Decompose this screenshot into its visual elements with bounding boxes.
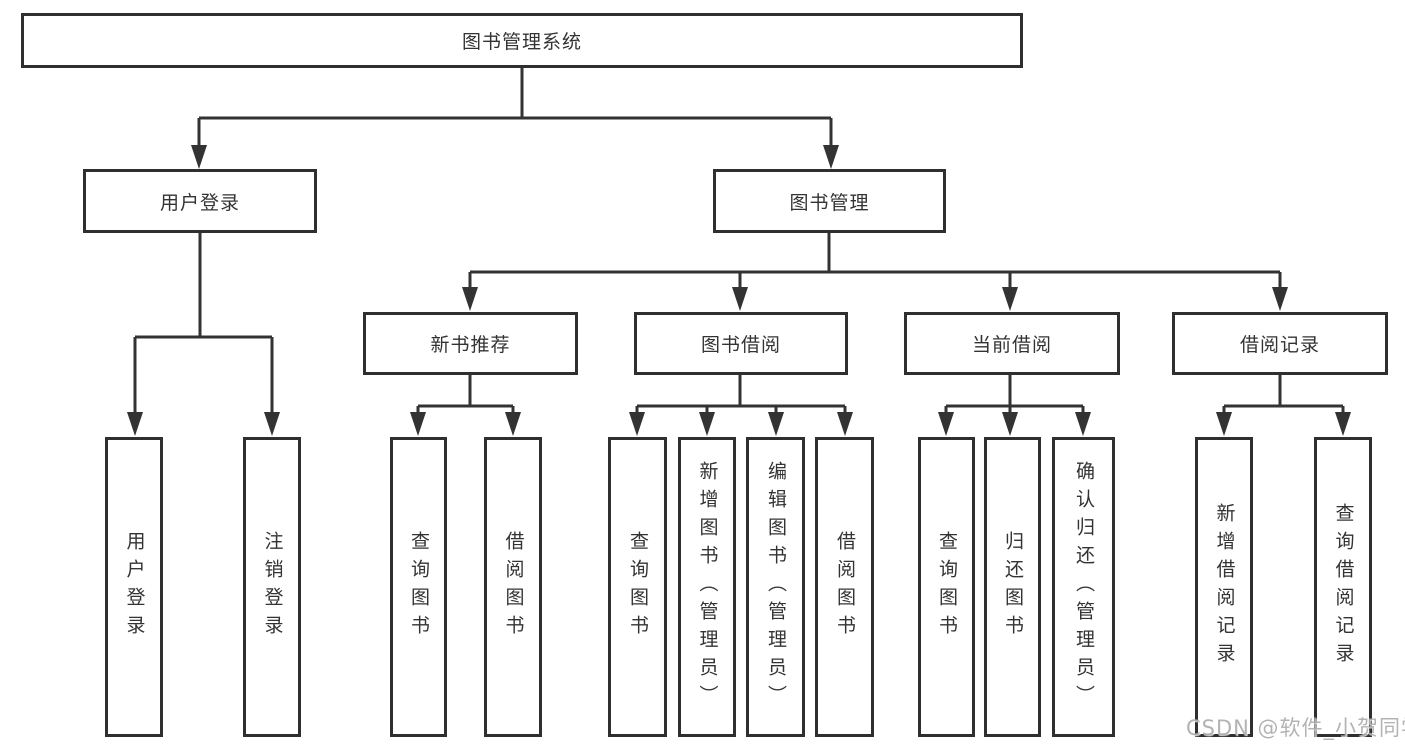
leaf-query-books-borrowing: 查询图书 <box>608 437 667 737</box>
leaf-query-books-newbook: 查询图书 <box>390 437 447 737</box>
watermark: CSDN @软件_小贺同学 <box>1186 716 1405 740</box>
leaf-logout: 注销登录 <box>243 437 301 737</box>
leaf-query-books-current: 查询图书 <box>918 437 975 737</box>
node-current-borrowing: 当前借阅 <box>904 312 1120 375</box>
node-user-login: 用户登录 <box>83 169 317 233</box>
leaf-borrow-books-borrowing: 借阅图书 <box>815 437 874 737</box>
leaf-add-books-admin: 新增图书（管理员） <box>678 437 736 737</box>
node-new-book-recommend: 新书推荐 <box>363 312 578 375</box>
leaf-edit-books-admin: 编辑图书（管理员） <box>746 437 805 737</box>
leaf-user-login: 用户登录 <box>105 437 163 737</box>
leaf-add-borrow-record: 新增借阅记录 <box>1195 437 1253 737</box>
leaf-query-borrow-record: 查询借阅记录 <box>1314 437 1372 737</box>
node-book-borrowing: 图书借阅 <box>634 312 848 375</box>
node-borrowing-records: 借阅记录 <box>1172 312 1388 375</box>
node-library-system: 图书管理系统 <box>21 13 1023 68</box>
leaf-borrow-books-newbook: 借阅图书 <box>484 437 542 737</box>
leaf-return-books: 归还图书 <box>984 437 1041 737</box>
node-book-management: 图书管理 <box>713 169 946 233</box>
leaf-confirm-return-admin: 确认归还（管理员） <box>1052 437 1115 737</box>
